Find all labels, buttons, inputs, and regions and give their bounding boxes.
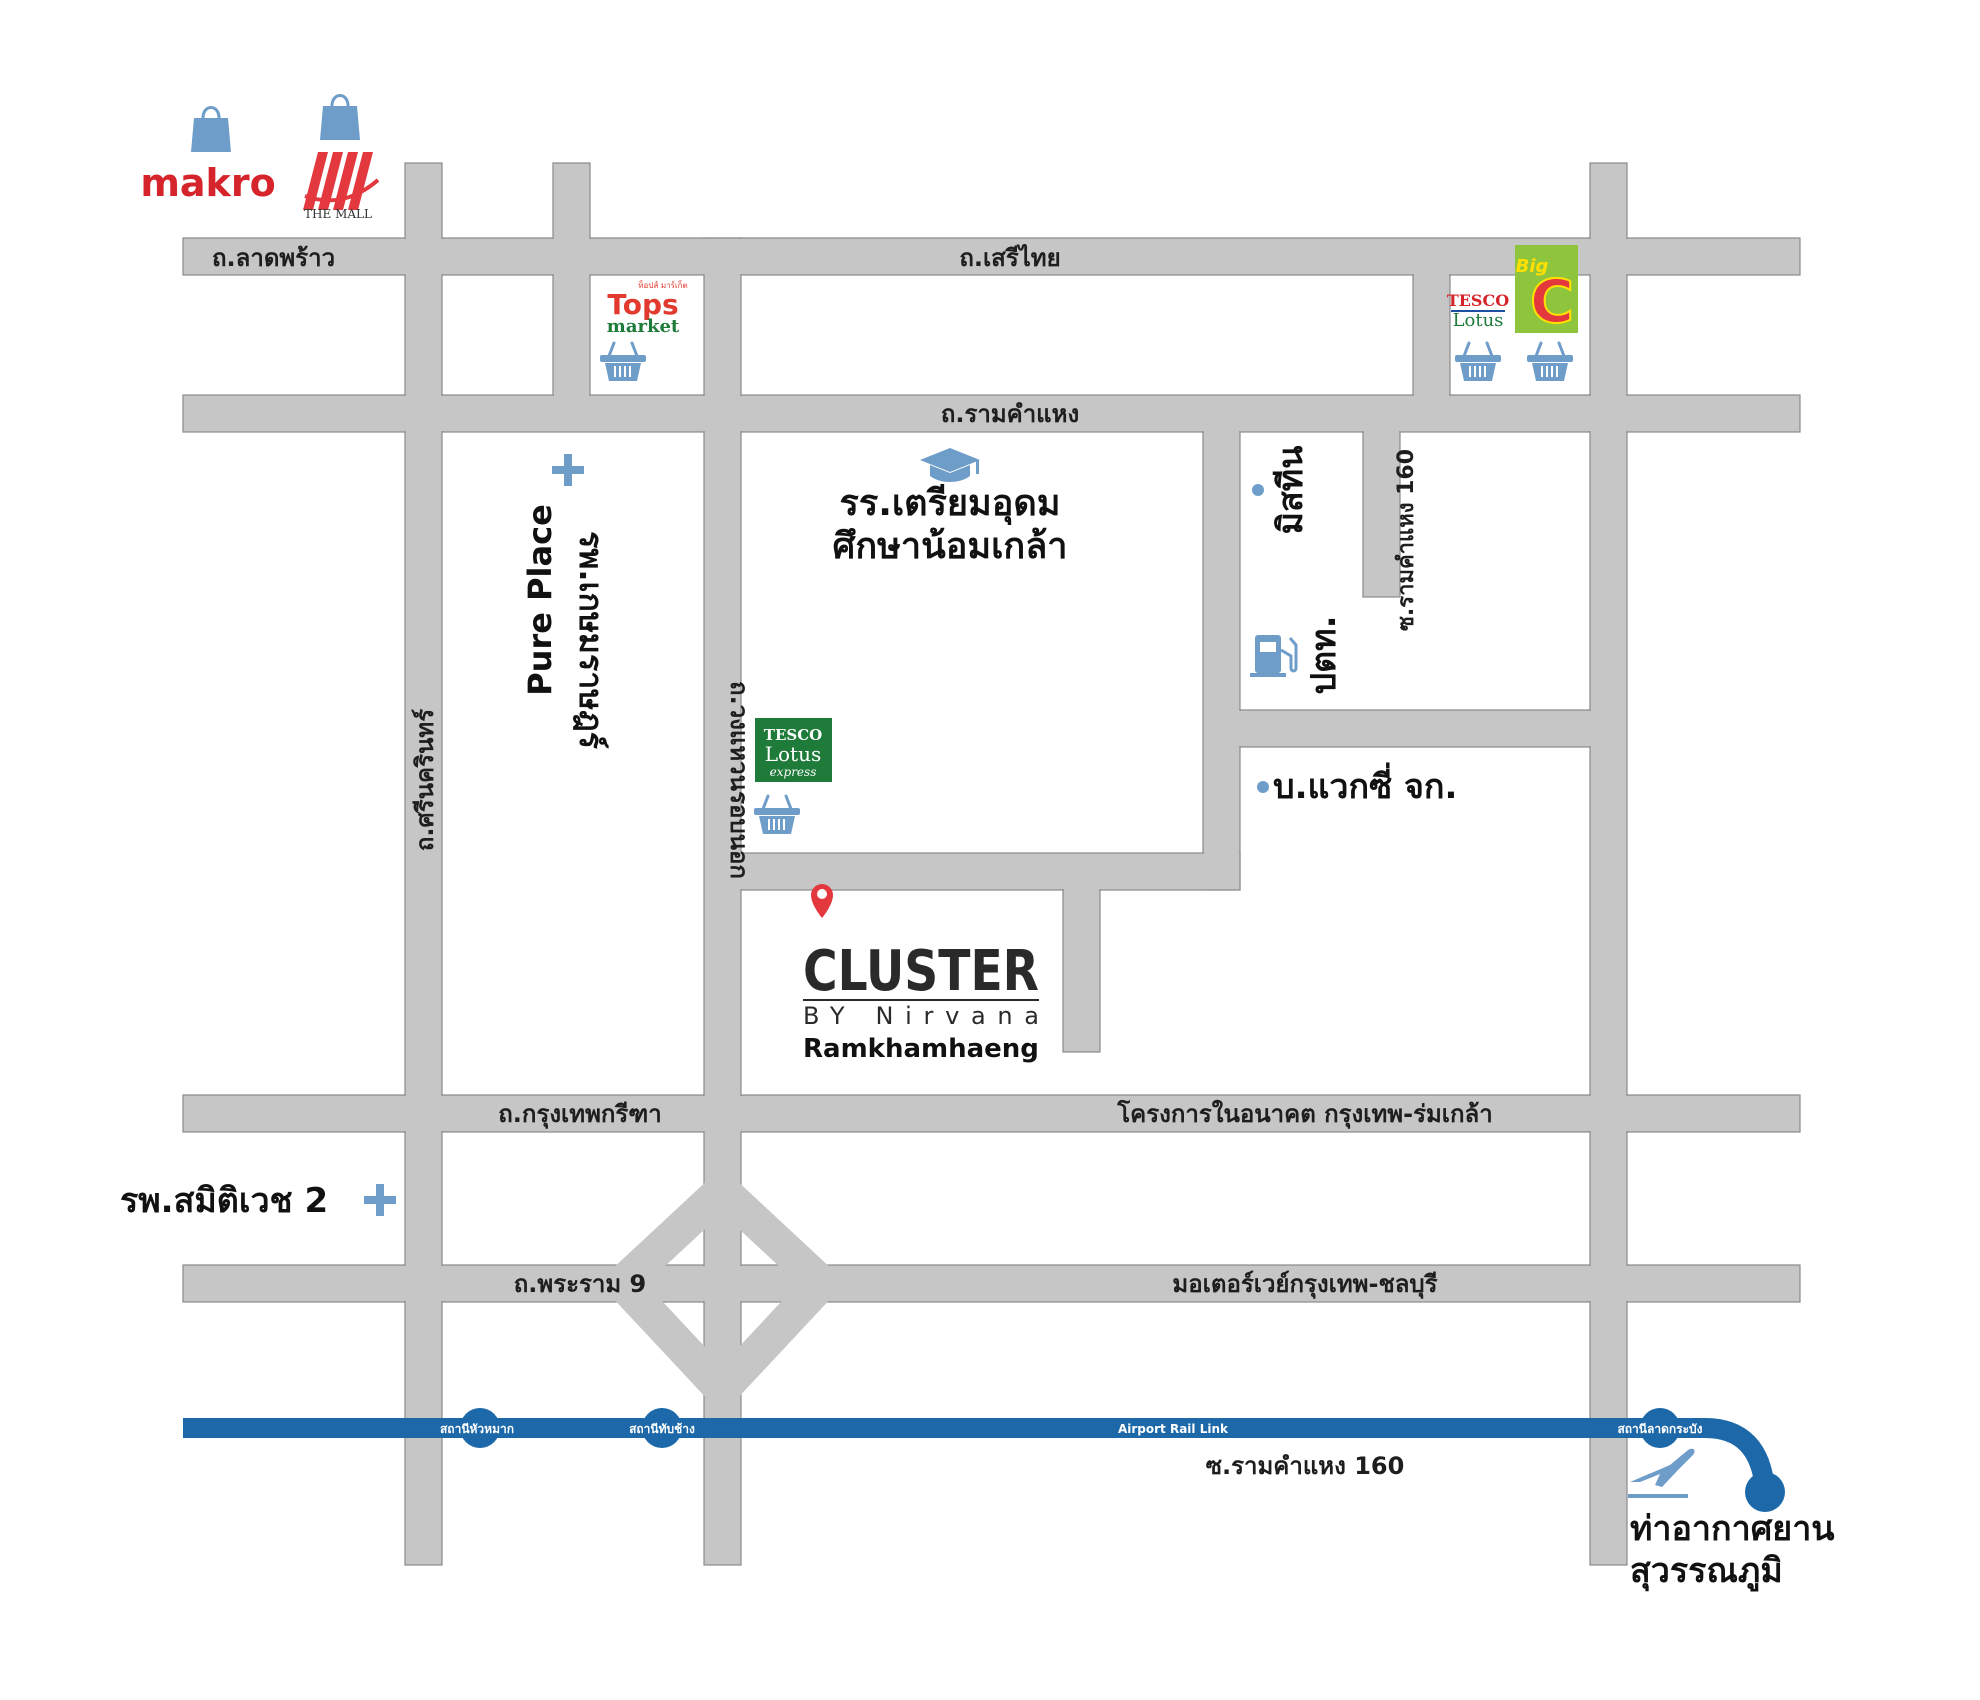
tesco-label: TESCO <box>1447 291 1509 310</box>
project-by-line: BY Nirvana <box>803 1002 1039 1030</box>
road-label-soi-ram160-vertical: ซ.รามคำแหง 160 <box>1394 449 1419 631</box>
hospital-cross-icon <box>364 1184 396 1216</box>
road-label-srinakarin: ถ.ศรีนครินทร์ <box>411 709 439 851</box>
fuel-pump-icon <box>1250 635 1298 677</box>
lotus-label: Lotus <box>1453 310 1504 331</box>
road-label-motorway: มอเตอร์เวย์กรุงเทพ-ชลบุรี <box>1172 1270 1437 1300</box>
shopping-bag-icon <box>318 94 362 142</box>
airport-rail-link: สถานีหัวหมาก สถานีทับช้าง Airport Rail L… <box>183 1408 1785 1512</box>
station-hua-mak-dot <box>460 1408 500 1448</box>
mistine-label: มิสทีน <box>1271 446 1311 535</box>
station-thap-chang-label: สถานีทับช้าง <box>629 1422 695 1436</box>
tesco-lotus-express-logo: TESCO Lotus express <box>755 718 832 782</box>
station-lat-krabang-dot <box>1640 1408 1680 1448</box>
tesco-express-express: express <box>770 765 817 779</box>
school-name-line1: รร.เตรียมอุดม <box>840 483 1061 526</box>
station-lat-krabang-label: สถานีลาดกระบัง <box>1617 1422 1702 1436</box>
kasemrad-hospital-label: รพ.เกษมราษฎร์ <box>572 531 610 749</box>
shopping-bag-icon <box>189 106 233 154</box>
ptt-label: ปตท. <box>1304 616 1344 695</box>
samitivej-label: รพ.สมิติเวช 2 <box>120 1181 328 1221</box>
tops-market-logo: ท็อปส์ มาร์เก็ต Tops market <box>607 280 688 337</box>
airplane-icon <box>1628 1448 1695 1498</box>
basket-icon <box>752 794 802 836</box>
makro-logo: makro <box>140 106 276 205</box>
school-name-line2: ศึกษาน้อมเกล้า <box>833 526 1068 567</box>
road-label-rama9: ถ.พระราม 9 <box>514 1270 647 1298</box>
road-label-krungthep-kreetha: ถ.กรุงเทพกรีฑา <box>498 1100 661 1130</box>
big-label: Big <box>1516 256 1549 277</box>
mistine-dot <box>1252 484 1264 496</box>
tesco-lotus-logo: TESCO Lotus <box>1447 291 1509 331</box>
airport-label-line2: สุวรรณภูมิ <box>1630 1551 1783 1592</box>
the-mall-m-mark <box>303 152 380 210</box>
project-name: CLUSTER <box>803 939 1039 1004</box>
location-pin-icon <box>811 884 833 918</box>
tesco-express-tesco: TESCO <box>764 726 822 744</box>
basket-icon <box>1453 341 1503 383</box>
airport-label-line1: ท่าอากาศยาน <box>1630 1509 1835 1549</box>
tops-thai-label: ท็อปส์ มาร์เก็ต <box>638 280 687 290</box>
vacy-dot <box>1257 781 1269 793</box>
road-label-future-project: โครงการในอนาคต กรุงเทพ-ร่มเกล้า <box>1116 1099 1492 1130</box>
graduation-cap-icon <box>920 448 980 482</box>
hospital-cross-icon <box>552 454 584 486</box>
road-label-soi-ram160-bottom: ซ.รามคำแหง 160 <box>1206 1452 1405 1480</box>
road-label-ramkhamhaeng: ถ.รามคำแหง <box>941 400 1079 428</box>
rail-name-label: Airport Rail Link <box>1118 1422 1229 1436</box>
tops-market-label: market <box>607 316 680 337</box>
basket-icon <box>598 341 648 383</box>
tops-wordmark: Tops <box>607 288 678 321</box>
the-mall-logo: THE MALL <box>303 94 380 221</box>
station-hua-mak-label: สถานีหัวหมาก <box>440 1422 514 1436</box>
tesco-express-lotus: Lotus <box>765 742 822 766</box>
road-label-serithai: ถ.เสรีไทย <box>959 243 1060 272</box>
big-c-logo: Big C <box>1515 245 1578 338</box>
makro-wordmark: makro <box>140 161 275 205</box>
c-label: C <box>1530 267 1574 337</box>
project-location: Ramkhamhaeng <box>803 1034 1039 1064</box>
pure-place-label: Pure Place <box>521 504 559 696</box>
airport-terminal-dot <box>1745 1472 1785 1512</box>
road-label-outer-ring: ถ.วงแหวนรอบนอก <box>725 681 753 879</box>
the-mall-label: THE MALL <box>304 207 372 221</box>
basket-icon <box>1525 341 1575 383</box>
road-label-ladprao: ถ.ลาดพร้าว <box>212 244 335 272</box>
station-thap-chang-dot <box>642 1408 682 1448</box>
vacy-label: บ.แวกซี่ จก. <box>1273 762 1457 807</box>
